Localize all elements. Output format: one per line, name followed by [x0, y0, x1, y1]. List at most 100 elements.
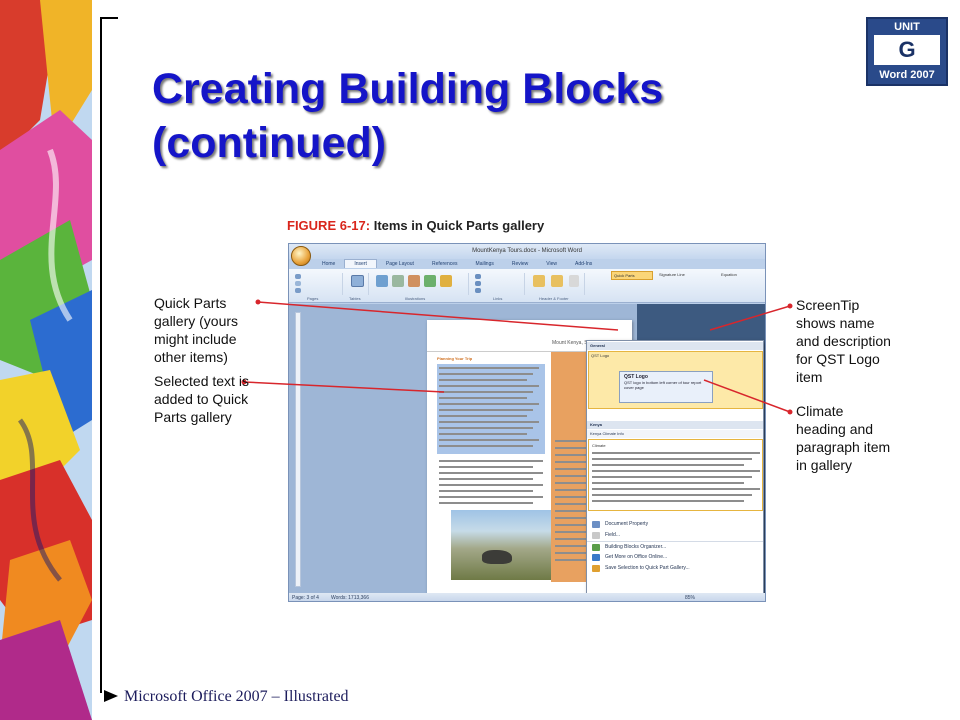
badge-letter-box: [874, 35, 940, 65]
text-line: [555, 517, 610, 519]
window-titlebar: MountKenya Tours.docx - Microsoft Word: [289, 244, 765, 259]
text-line: [439, 373, 533, 375]
screentip: QST Logo QST logo in bottom left corner …: [619, 371, 713, 403]
bookmark-icon: [475, 281, 481, 286]
smartart-icon: [424, 275, 436, 287]
figure-caption-text: Items in Quick Parts gallery: [373, 218, 545, 233]
status-bar: Page: 3 of 4 Words: 1713,366 85%: [289, 593, 765, 601]
ribbon-group-illustrations: [373, 273, 469, 295]
footer-text: Microsoft Office 2007 – Illustrated: [124, 688, 349, 705]
figure-caption: FIGURE 6-17: Items in Quick Parts galler…: [287, 218, 544, 233]
office-online-icon: [592, 554, 600, 561]
tab-references: References: [431, 261, 458, 267]
gallery-menu: Document Property Field... Building Bloc…: [587, 519, 763, 574]
decorative-art-strip: [0, 0, 92, 720]
tab-mailings: Mailings: [475, 261, 494, 267]
text-line: [439, 397, 527, 399]
group-label-pages: Pages: [307, 296, 319, 301]
status-zoom: 85%: [685, 595, 696, 601]
gallery-item-climate: Climate: [588, 439, 763, 511]
text-line: [555, 538, 615, 540]
text-line: [439, 502, 533, 504]
ribbon-group-pages: [293, 273, 343, 295]
tab-insert: Insert: [344, 259, 377, 268]
text-line: [592, 494, 752, 496]
status-page: Page: 3 of 4: [292, 595, 319, 601]
group-label-header-footer: Header & Footer: [539, 296, 569, 301]
group-label-illustrations: Illustrations: [405, 296, 426, 301]
text-line: [592, 470, 760, 472]
rhino-shape: [482, 550, 512, 564]
footer-icon: [551, 275, 563, 287]
text-line: [555, 461, 610, 463]
text-line: [439, 478, 533, 480]
slide-title-line-1: Creating Building Blocks: [152, 65, 664, 113]
text-line: [592, 488, 760, 490]
menu-label: Document Property: [605, 521, 649, 527]
callout-selected-text: Selected text is added to Quick Parts ga…: [154, 373, 249, 425]
menu-item-document-property: Document Property: [587, 519, 763, 530]
clip-art-icon: [392, 275, 404, 287]
badge-letter: G: [898, 37, 916, 62]
climate-heading: Climate: [592, 443, 606, 448]
gallery-item-qst-label: QST Logo: [591, 353, 610, 358]
gallery-item-climate-label: Kenya Climate Info: [587, 430, 763, 438]
text-line: [592, 500, 744, 502]
ribbon-group-labels: Pages Tables Illustrations Links Header …: [289, 295, 765, 303]
ribbon-group-links: [473, 273, 525, 295]
blank-page-icon: [295, 281, 301, 286]
document-property-icon: [592, 521, 600, 528]
organizer-icon: [592, 544, 600, 551]
menu-label: Save Selection to Quick Part Gallery...: [605, 565, 690, 571]
callout-quick-parts: Quick Parts gallery (yours might include…: [154, 295, 239, 365]
window-title: MountKenya Tours.docx - Microsoft Word: [472, 248, 582, 254]
slide-title: Creating Building Blocks (continued): [152, 62, 792, 170]
text-line: [439, 367, 539, 369]
shapes-icon: [408, 275, 420, 287]
text-line: [439, 403, 539, 405]
text-line: [439, 484, 543, 486]
tab-home: Home: [322, 261, 336, 267]
hyperlink-icon: [475, 274, 481, 279]
gallery-item-qst-logo: QST Logo QST Logo QST logo in bottom lef…: [588, 351, 763, 409]
frame-line-vertical: [100, 17, 102, 693]
quick-parts-button: Quick Parts: [611, 271, 653, 280]
menu-item-get-more-online: Get More on Office Online...: [587, 552, 763, 563]
equation-button: Equation: [721, 272, 737, 277]
word-window-screenshot: MountKenya Tours.docx - Microsoft Word H…: [288, 243, 766, 602]
figure-number: FIGURE 6-17:: [287, 218, 371, 233]
ribbon: Quick Parts Signature Line Equation: [289, 269, 765, 303]
callout-climate: Climate heading and paragraph item in ga…: [796, 403, 891, 473]
frame-line-horizontal: [100, 17, 118, 19]
text-line: [439, 421, 539, 423]
screentip-name: QST Logo: [624, 374, 648, 380]
menu-item-save-selection: Save Selection to Quick Part Gallery...: [587, 563, 763, 574]
badge-product: Word 2007: [879, 69, 935, 81]
slide-title-line-2: (continued): [152, 119, 387, 167]
text-line: [592, 476, 752, 478]
cross-reference-icon: [475, 288, 481, 293]
menu-item-building-blocks-organizer: Building Blocks Organizer...: [587, 541, 763, 552]
document-area: Mount Kenya, Safari, and Beach Planning …: [289, 304, 765, 601]
page-break-icon: [295, 288, 301, 293]
quick-parts-label: Quick Parts: [614, 273, 635, 278]
menu-label: Building Blocks Organizer...: [605, 544, 667, 550]
page-number-icon: [569, 275, 579, 287]
cover-page-icon: [295, 274, 301, 279]
text-line: [592, 458, 752, 460]
badge-unit-label: UNIT: [894, 21, 920, 33]
office-button-icon: [291, 246, 311, 266]
quick-parts-gallery: General QST Logo QST Logo QST logo in bo…: [586, 340, 764, 601]
text-line: [439, 472, 543, 474]
tab-review: Review: [511, 261, 529, 267]
menu-label: Get More on Office Online...: [605, 554, 668, 560]
tab-add-ins: Add-Ins: [575, 261, 593, 267]
table-icon: [351, 275, 364, 287]
vertical-ruler: [295, 312, 301, 587]
text-line: [439, 409, 533, 411]
footer-arrow-icon: [104, 690, 118, 702]
text-line: [555, 510, 615, 512]
document-subheading: Planning Your Trip: [437, 356, 473, 361]
gallery-section-general: General: [587, 342, 763, 350]
